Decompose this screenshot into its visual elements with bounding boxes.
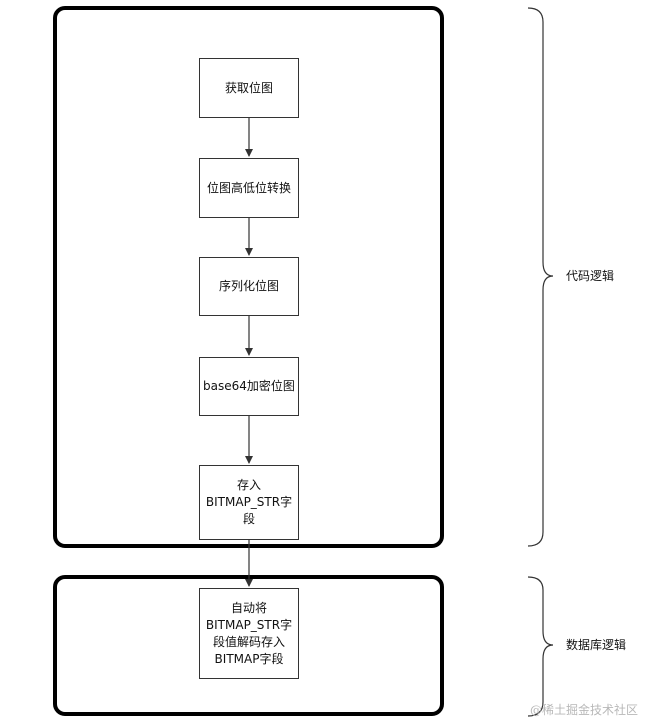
- node-bit-order-convert: 位图高低位转换: [199, 158, 299, 218]
- node-serialize-bitmap: 序列化位图: [199, 257, 299, 316]
- database-logic-brace: [527, 576, 554, 717]
- node-get-bitmap: 获取位图: [199, 58, 299, 118]
- node-auto-decode: 自动将 BITMAP_STR字 段值解码存入 BITMAP字段: [199, 588, 299, 679]
- node-store-field: 存入 BITMAP_STR字 段: [199, 465, 299, 540]
- node-serialize-bitmap-label: 序列化位图: [218, 279, 279, 293]
- code-logic-brace: [527, 7, 554, 547]
- node-base64-encode: base64加密位图: [199, 357, 299, 416]
- node-base64-encode-label: base64加密位图: [203, 379, 295, 393]
- watermark-text: @稀土掘金技术社区: [529, 703, 638, 717]
- node-bit-order-convert-label: 位图高低位转换: [206, 180, 291, 195]
- node-store-field-label: 存入 BITMAP_STR字 段: [205, 478, 293, 526]
- node-get-bitmap-label: 获取位图: [224, 80, 273, 95]
- code-logic-label: 代码逻辑: [566, 269, 615, 283]
- node-auto-decode-label: 自动将 BITMAP_STR字 段值解码存入 BITMAP字段: [205, 600, 293, 666]
- database-logic-label: 数据库逻辑: [566, 638, 627, 652]
